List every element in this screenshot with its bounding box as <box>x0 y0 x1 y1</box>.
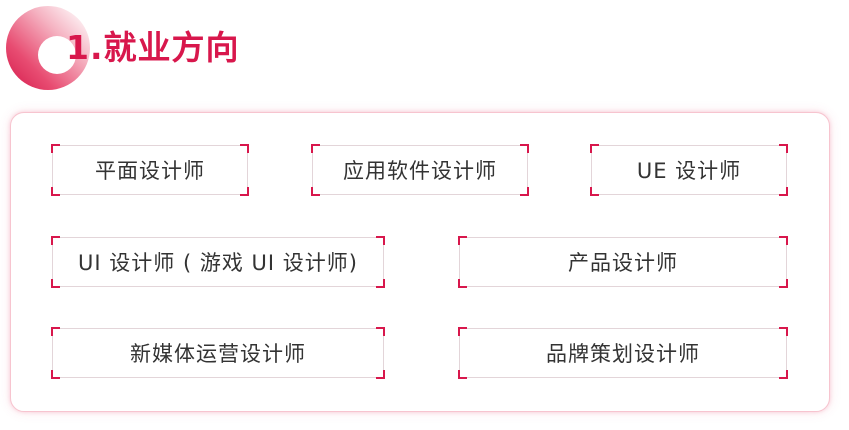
corner-bracket <box>779 370 788 379</box>
corner-bracket <box>779 327 788 336</box>
job-item-ui-designer: UI 设计师 ( 游戏 UI 设计师) <box>51 236 385 288</box>
corner-bracket <box>458 236 467 245</box>
job-item-label: 新媒体运营设计师 <box>130 342 306 366</box>
job-item-ue-designer: UE 设计师 <box>590 144 788 196</box>
job-item-product-designer: 产品设计师 <box>458 236 788 288</box>
job-item-label: 产品设计师 <box>568 251 678 275</box>
corner-bracket <box>520 187 529 196</box>
corner-bracket <box>779 279 788 288</box>
corner-bracket <box>51 370 60 379</box>
corner-bracket <box>51 187 60 196</box>
header-decoration-inner-circle <box>38 36 76 74</box>
job-item-label: 品牌策划设计师 <box>546 342 700 366</box>
corner-bracket <box>590 144 599 153</box>
corner-bracket <box>376 279 385 288</box>
page-title: 1.就业方向 <box>66 28 240 67</box>
corner-bracket <box>376 370 385 379</box>
corner-bracket <box>376 236 385 245</box>
corner-bracket <box>240 144 249 153</box>
job-item-label: 应用软件设计师 <box>343 159 497 183</box>
job-item-label: UE 设计师 <box>636 159 742 183</box>
corner-bracket <box>376 327 385 336</box>
job-item-graphic-designer: 平面设计师 <box>51 144 249 196</box>
job-item-brand-planning-designer: 品牌策划设计师 <box>458 327 788 379</box>
job-item-new-media-designer: 新媒体运营设计师 <box>51 327 385 379</box>
corner-bracket <box>779 187 788 196</box>
corner-bracket <box>51 327 60 336</box>
corner-bracket <box>458 279 467 288</box>
corner-bracket <box>51 279 60 288</box>
corner-bracket <box>458 370 467 379</box>
corner-bracket <box>779 144 788 153</box>
job-item-app-software-designer: 应用软件设计师 <box>311 144 529 196</box>
corner-bracket <box>458 327 467 336</box>
corner-bracket <box>240 187 249 196</box>
corner-bracket <box>590 187 599 196</box>
job-item-label: UI 设计师 ( 游戏 UI 设计师) <box>78 251 358 275</box>
corner-bracket <box>779 236 788 245</box>
header-decoration-circle <box>6 6 90 90</box>
corner-bracket <box>51 144 60 153</box>
corner-bracket <box>520 144 529 153</box>
corner-bracket <box>311 187 320 196</box>
corner-bracket <box>51 236 60 245</box>
corner-bracket <box>311 144 320 153</box>
job-item-label: 平面设计师 <box>95 159 205 183</box>
